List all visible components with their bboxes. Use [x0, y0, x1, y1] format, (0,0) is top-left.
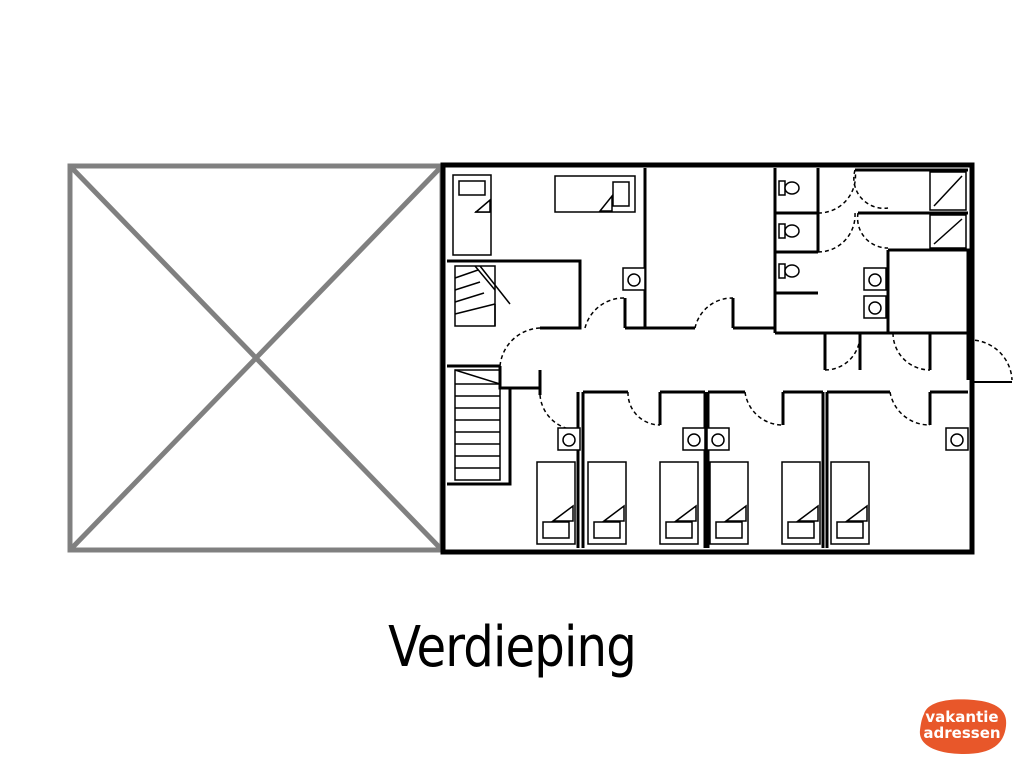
toilet-icon: [778, 180, 800, 196]
sink-icon: [863, 267, 887, 291]
shower-icon: [929, 171, 967, 211]
bed-icon: [709, 461, 749, 545]
shower-icon: [929, 214, 967, 249]
bed-icon: [781, 461, 821, 545]
staircase-lower: [454, 369, 501, 481]
bed-icon: [536, 461, 576, 545]
sink-icon: [706, 427, 730, 451]
outer-wall: [440, 162, 975, 555]
bed-icon: [659, 461, 699, 545]
logo-text-line1: vakantie: [925, 708, 999, 726]
floor-title: Verdieping: [388, 615, 637, 680]
sink-icon: [622, 267, 646, 291]
brand-logo[interactable]: vakantie adressen: [914, 696, 1010, 758]
toilet-icon: [778, 223, 800, 239]
beds: [452, 174, 870, 545]
sink-icon: [557, 427, 581, 451]
sink-icon: [863, 295, 887, 319]
staircase-upper: [454, 265, 511, 327]
interior-walls: [447, 168, 970, 548]
logo-text-line2: adressen: [923, 724, 1001, 742]
door-swings: [499, 169, 1013, 431]
toilet-icon: [778, 263, 800, 279]
bed-icon: [587, 461, 627, 545]
void-area: [67, 163, 445, 553]
sink-icon: [682, 427, 706, 451]
sink-icon: [945, 427, 969, 451]
showers: [929, 171, 967, 249]
bed-icon: [452, 174, 492, 256]
toilets: [778, 180, 800, 279]
sinks: [557, 267, 969, 451]
logo-blob-icon: [919, 699, 1007, 754]
bed-icon: [554, 175, 636, 213]
bed-icon: [830, 461, 870, 545]
